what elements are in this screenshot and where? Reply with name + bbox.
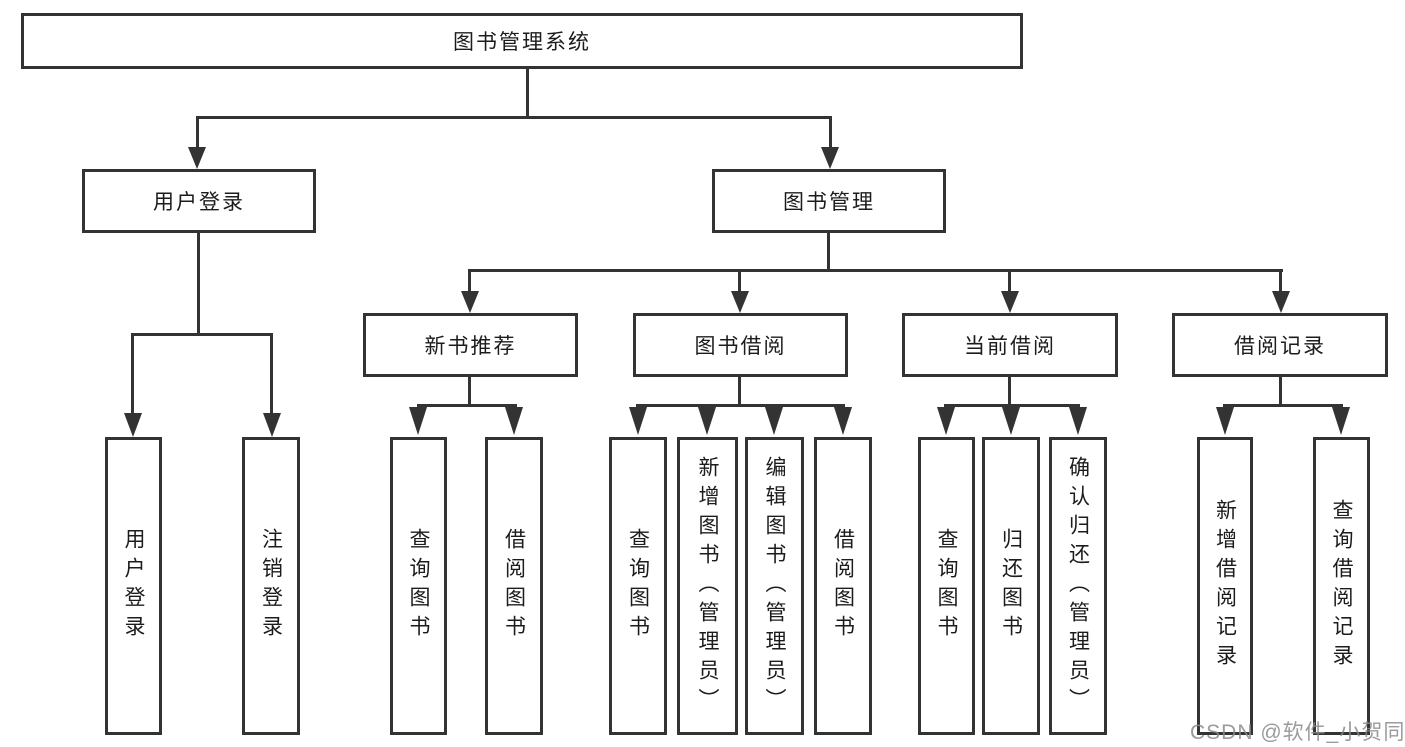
arrow-down-icon	[1216, 407, 1234, 435]
connector-line	[1279, 377, 1282, 406]
arrow-down-icon	[937, 407, 955, 435]
node-book-borrow-label: 图书借阅	[694, 335, 787, 358]
connector-line	[417, 404, 517, 407]
node-user-login: 用户登录	[82, 169, 316, 233]
leaf-query-books-recommend: 查询图书	[390, 437, 447, 735]
arrow-down-icon	[505, 407, 523, 435]
connector-line	[944, 404, 1080, 407]
node-borrow-records: 借阅记录	[1172, 313, 1388, 377]
leaf-user-login: 用户登录	[105, 437, 162, 735]
connector-line	[526, 69, 529, 119]
node-borrow-records-label: 借阅记录	[1234, 335, 1326, 358]
arrow-down-icon	[263, 413, 281, 437]
node-book-management-label: 图书管理	[783, 191, 875, 214]
leaf-edit-books-admin-label: 编辑图书（管理员）	[763, 455, 786, 717]
arrow-down-icon	[188, 147, 206, 169]
leaf-query-books-borrow: 查询图书	[609, 437, 667, 735]
arrow-down-icon	[124, 413, 142, 437]
connector-line	[468, 269, 1283, 272]
connector-line	[738, 377, 741, 406]
node-new-book-recommend: 新书推荐	[363, 313, 578, 377]
arrow-down-icon	[698, 407, 716, 435]
arrow-down-icon	[1001, 291, 1019, 313]
arrow-down-icon	[1002, 407, 1020, 435]
node-new-book-recommend-label: 新书推荐	[424, 335, 517, 358]
leaf-add-books-admin: 新增图书（管理员）	[677, 437, 738, 735]
connector-line	[468, 269, 471, 293]
node-library-system-label: 图书管理系统	[453, 31, 591, 54]
arrow-down-icon	[409, 407, 427, 435]
connector-line	[738, 269, 741, 293]
leaf-return-books: 归还图书	[982, 437, 1040, 735]
leaf-logout-label: 注销登录	[259, 528, 283, 644]
arrow-down-icon	[461, 291, 479, 313]
leaf-confirm-return-admin-label: 确认归还（管理员）	[1066, 455, 1090, 717]
leaf-query-books-recommend-label: 查询图书	[407, 528, 430, 644]
connector-line	[636, 404, 845, 407]
arrow-down-icon	[821, 147, 839, 169]
connector-line	[270, 333, 273, 415]
connector-line	[131, 333, 273, 336]
node-book-management: 图书管理	[712, 169, 946, 233]
leaf-return-books-label: 归还图书	[999, 528, 1023, 644]
leaf-borrow-books: 借阅图书	[814, 437, 872, 735]
leaf-add-borrow-record: 新增借阅记录	[1197, 437, 1253, 735]
arrow-down-icon	[1272, 291, 1290, 313]
connector-line	[196, 116, 832, 119]
connector-line	[468, 377, 471, 406]
arrow-down-icon	[765, 407, 783, 435]
connector-line	[1008, 377, 1011, 406]
leaf-add-borrow-record-label: 新增借阅记录	[1213, 499, 1237, 673]
node-user-login-label: 用户登录	[153, 191, 245, 214]
connector-line	[197, 233, 200, 336]
connector-line	[829, 116, 832, 149]
connector-line	[196, 116, 199, 149]
arrow-down-icon	[834, 407, 852, 435]
connector-line	[131, 333, 134, 415]
connector-line	[1223, 404, 1343, 407]
arrow-down-icon	[731, 291, 749, 313]
node-book-borrow: 图书借阅	[633, 313, 848, 377]
csdn-watermark: CSDN @软件_小贺同学	[1190, 721, 1405, 744]
node-current-borrow-label: 当前借阅	[964, 335, 1056, 358]
connector-line	[1279, 269, 1282, 293]
leaf-query-books-current: 查询图书	[918, 437, 975, 735]
node-current-borrow: 当前借阅	[902, 313, 1118, 377]
connector-line	[1008, 269, 1011, 293]
leaf-add-books-admin-label: 新增图书（管理员）	[696, 455, 719, 717]
leaf-borrow-books-label: 借阅图书	[831, 528, 855, 644]
arrow-down-icon	[1069, 407, 1087, 435]
leaf-borrow-books-recommend: 借阅图书	[485, 437, 543, 735]
arrow-down-icon	[629, 407, 647, 435]
leaf-query-borrow-record-label: 查询借阅记录	[1330, 499, 1353, 673]
leaf-query-borrow-record: 查询借阅记录	[1313, 437, 1370, 735]
leaf-confirm-return-admin: 确认归还（管理员）	[1049, 437, 1107, 735]
leaf-borrow-books-recommend-label: 借阅图书	[502, 528, 526, 644]
leaf-user-login-label: 用户登录	[122, 528, 145, 644]
leaf-query-books-current-label: 查询图书	[935, 528, 958, 644]
arrow-down-icon	[1332, 407, 1350, 435]
node-library-system: 图书管理系统	[21, 13, 1023, 69]
leaf-edit-books-admin: 编辑图书（管理员）	[745, 437, 804, 735]
leaf-query-books-borrow-label: 查询图书	[626, 528, 650, 644]
leaf-logout: 注销登录	[242, 437, 300, 735]
connector-line	[827, 233, 830, 272]
